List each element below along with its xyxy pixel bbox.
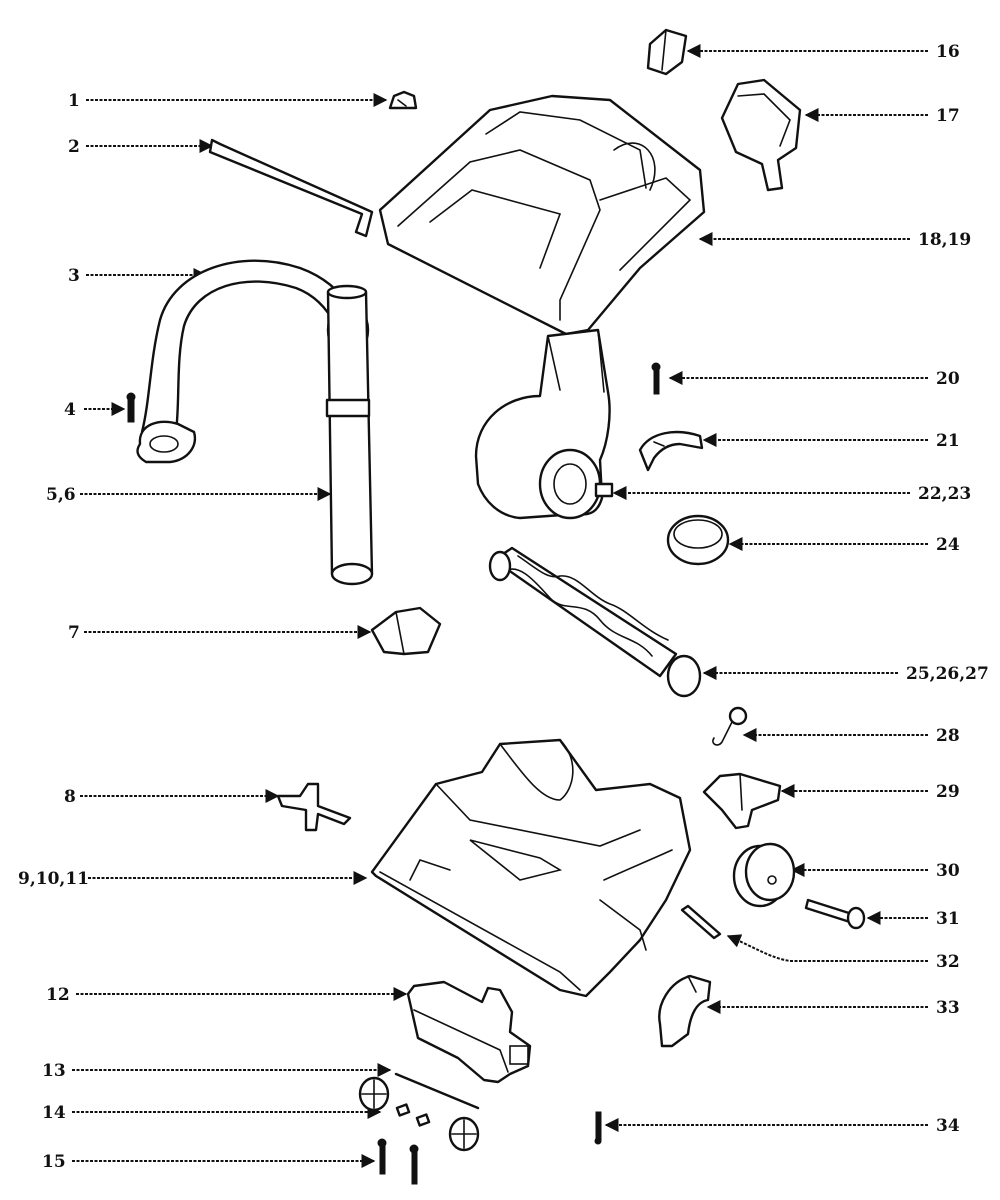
part-33-bracket <box>658 974 712 1048</box>
label-part-7: 7 <box>68 623 80 643</box>
label-part-18-19: 18,19 <box>918 230 971 250</box>
label-part-20: 20 <box>936 369 960 389</box>
label-part-17: 17 <box>936 106 960 126</box>
label-part-30: 30 <box>936 861 960 881</box>
part-2-bumper-strip <box>208 138 374 238</box>
label-part-33: 33 <box>936 998 960 1018</box>
label-part-9-10-11: 9,10,11 <box>18 869 89 889</box>
part-8-cross-bracket <box>276 782 352 832</box>
label-part-34: 34 <box>936 1116 960 1136</box>
label-part-14: 14 <box>42 1103 66 1123</box>
parts <box>126 28 866 1185</box>
label-part-1: 1 <box>68 91 80 111</box>
label-part-12: 12 <box>46 985 70 1005</box>
label-part-8: 8 <box>64 787 76 807</box>
label-part-25-26-27: 25,26,27 <box>906 664 989 684</box>
part-32-rod <box>680 904 722 940</box>
part-30-wheel <box>732 842 796 908</box>
leader-lines <box>72 44 928 1168</box>
part-34-screw <box>594 1111 602 1145</box>
part-25-26-27-brushroll <box>488 546 702 698</box>
part-18-19-hood <box>378 94 706 336</box>
part-1-clip <box>388 90 418 110</box>
label-part-16: 16 <box>936 42 960 62</box>
label-part-4: 4 <box>64 400 76 420</box>
label-part-13: 13 <box>42 1061 66 1081</box>
label-part-5-6: 5,6 <box>46 485 76 505</box>
part-29-pedal <box>702 772 782 830</box>
label-part-28: 28 <box>936 726 960 746</box>
part-5-6-tube <box>325 284 374 586</box>
part-31-axle-pin <box>804 898 866 930</box>
label-part-31: 31 <box>936 909 960 929</box>
part-4-screw <box>126 392 136 423</box>
part-28-spring-hook <box>712 706 748 746</box>
label-part-29: 29 <box>936 782 960 802</box>
callout-labels: 1 2 3 4 5,6 7 8 9,10,11 12 13 14 15 16 1… <box>18 42 989 1172</box>
part-7-bracket <box>370 606 442 656</box>
part-9-10-11-base <box>370 738 692 998</box>
label-part-24: 24 <box>936 535 960 555</box>
label-part-15: 15 <box>42 1152 66 1172</box>
label-part-21: 21 <box>936 431 960 451</box>
leader-32 <box>726 934 928 962</box>
part-21-clamp <box>638 430 704 472</box>
part-22-23-motor <box>474 328 614 520</box>
part-16-cap <box>646 28 688 76</box>
part-17-latch <box>720 78 802 192</box>
part-12-housing <box>406 980 532 1084</box>
part-13-rod <box>394 1072 480 1110</box>
label-part-22-23: 22,23 <box>918 484 971 504</box>
part-14-wheels-bits <box>358 1076 480 1152</box>
label-part-3: 3 <box>68 266 80 286</box>
label-part-2: 2 <box>68 137 80 157</box>
part-24-belt <box>666 514 730 566</box>
part-15-screws <box>377 1138 419 1185</box>
label-part-32: 32 <box>936 952 960 972</box>
part-20-screw <box>651 362 661 395</box>
